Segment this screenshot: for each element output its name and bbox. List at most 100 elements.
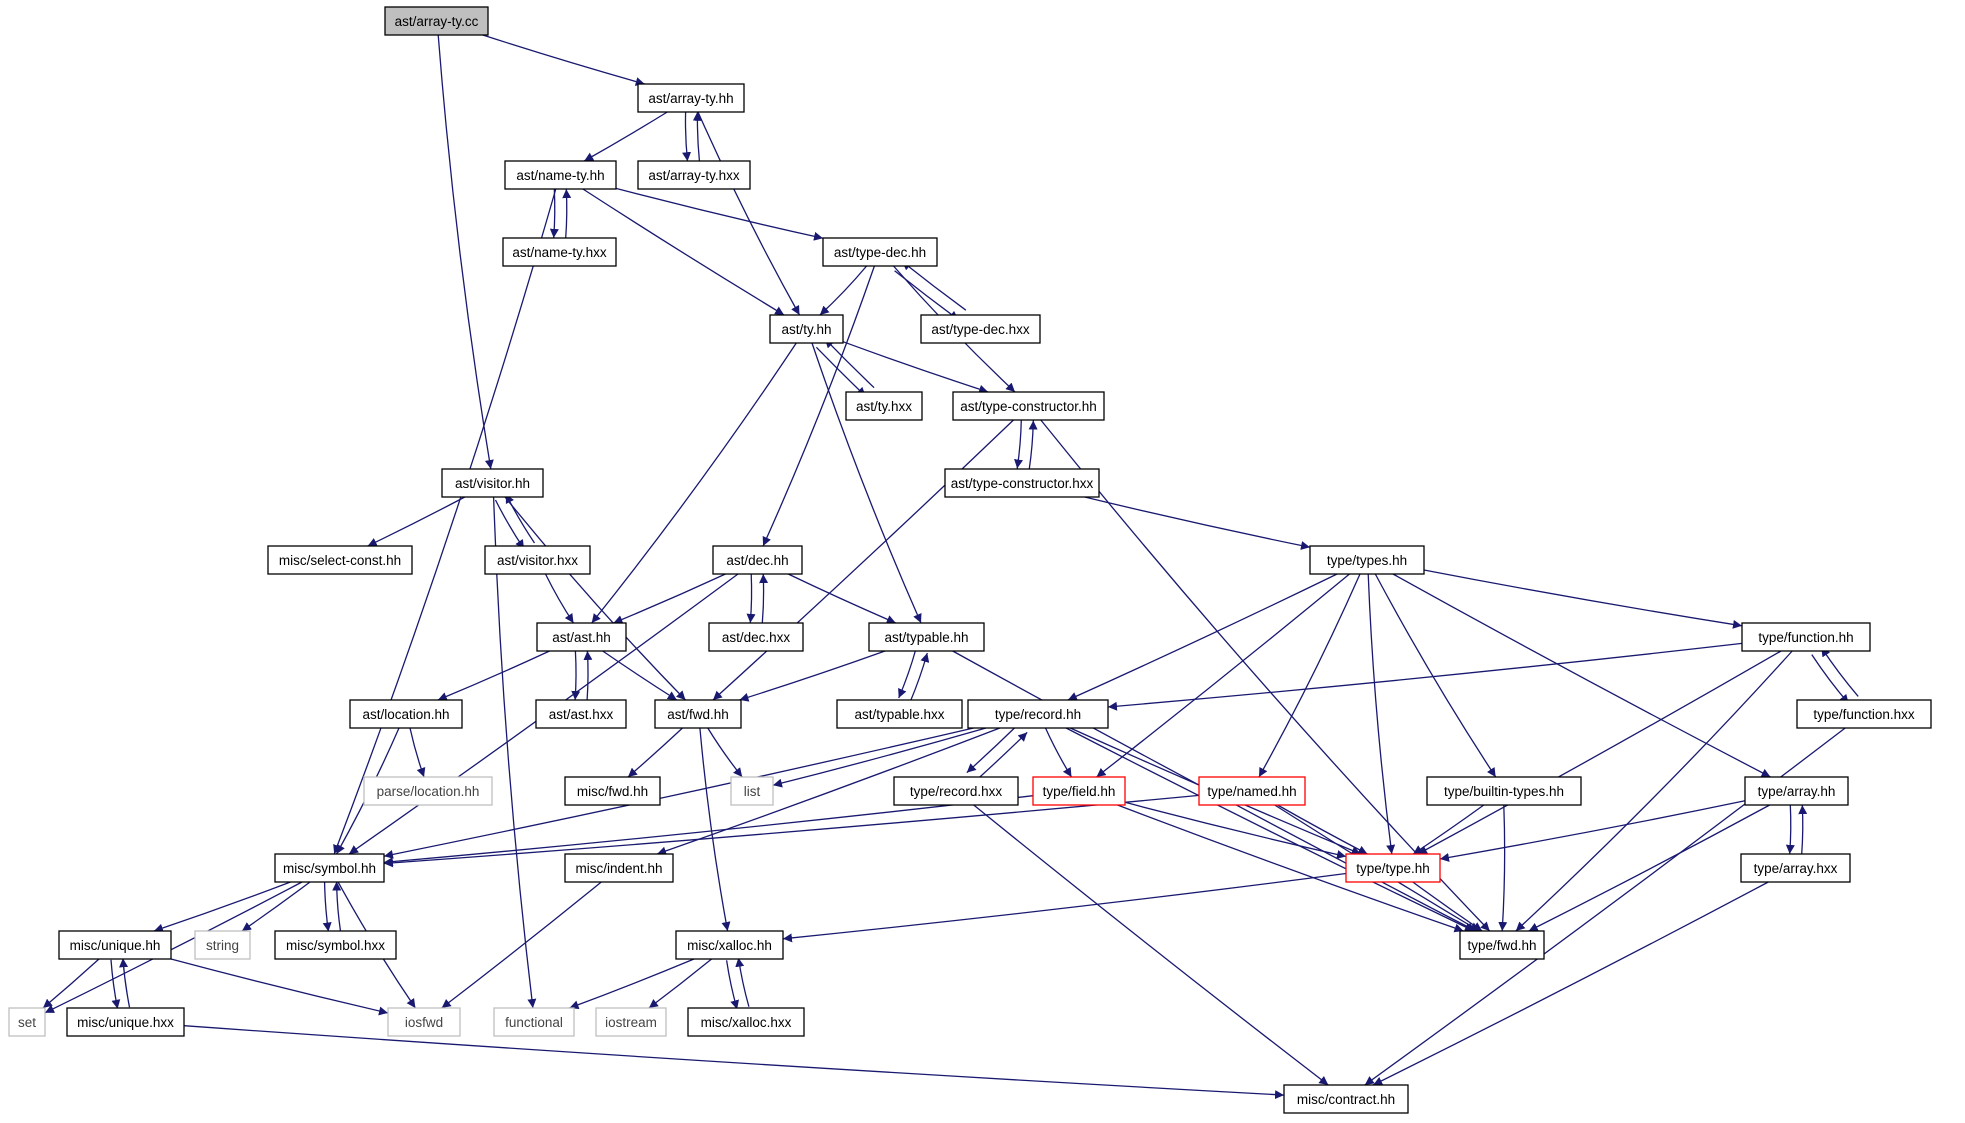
node-label: type/fwd.hh xyxy=(1467,938,1536,953)
node-label: ast/dec.hxx xyxy=(722,630,791,645)
edge-field_hh-to-type_hh xyxy=(1124,801,1347,859)
node-typable-hxx[interactable]: ast/typable.hxx xyxy=(836,699,963,729)
node-label: type/record.hh xyxy=(995,707,1081,722)
node-array-ty-hxx[interactable]: ast/array-ty.hxx xyxy=(637,160,751,190)
node-name-ty-hh[interactable]: ast/name-ty.hh xyxy=(504,160,617,190)
node-contract-hh[interactable]: misc/contract.hh xyxy=(1283,1084,1409,1114)
node-named-hh[interactable]: type/named.hh xyxy=(1198,776,1306,806)
node-box xyxy=(274,853,385,883)
edge-array_hxx-to-array_hh xyxy=(1798,805,1808,855)
node-field-hh[interactable]: type/field.hh xyxy=(1032,776,1126,806)
node-label: type/named.hh xyxy=(1207,784,1296,799)
node-xalloc-hxx[interactable]: misc/xalloc.hxx xyxy=(687,1007,805,1037)
node-type-constructor-hxx[interactable]: ast/type-constructor.hxx xyxy=(944,468,1100,498)
node-symbol-hh[interactable]: misc/symbol.hh xyxy=(274,853,385,883)
node-unique-hxx[interactable]: misc/unique.hxx xyxy=(66,1007,185,1037)
node-set[interactable]: set xyxy=(8,1007,46,1037)
edge-type_dec_hh-to-dec_hh xyxy=(762,265,876,547)
node-iostream[interactable]: iostream xyxy=(595,1007,667,1037)
node-parse-location-hh[interactable]: parse/location.hh xyxy=(363,776,493,806)
node-label: type/function.hxx xyxy=(1813,707,1915,722)
edge-xalloc_hh-to-xalloc_hxx xyxy=(725,960,739,1010)
node-ast-hxx[interactable]: ast/ast.hxx xyxy=(535,699,627,729)
node-label: type/array.hh xyxy=(1758,784,1836,799)
edge-array_hh-to-array_hxx xyxy=(1785,804,1795,854)
node-ast-hh[interactable]: ast/ast.hh xyxy=(536,622,627,652)
edge-record_hh-to-type_fwd_hh xyxy=(1065,727,1475,932)
edge-record_hh-to-indent_hh xyxy=(656,727,1001,856)
edge-types_hh-to-record_hh xyxy=(1067,573,1338,701)
node-label: misc/indent.hh xyxy=(575,861,662,876)
node-type-dec-hh[interactable]: ast/type-dec.hh xyxy=(822,237,938,267)
edge-types_hh-to-type_hh xyxy=(1367,573,1396,855)
node-label: misc/unique.hxx xyxy=(77,1015,174,1030)
node-misc-fwd-hh[interactable]: misc/fwd.hh xyxy=(564,776,661,806)
node-visitor-hxx[interactable]: ast/visitor.hxx xyxy=(484,545,591,575)
node-record-hh[interactable]: type/record.hh xyxy=(967,699,1109,729)
node-indent-hh[interactable]: misc/indent.hh xyxy=(564,853,674,883)
node-symbol-hxx[interactable]: misc/symbol.hxx xyxy=(274,930,397,960)
node-box xyxy=(769,314,844,344)
node-type-dec-hxx[interactable]: ast/type-dec.hxx xyxy=(920,314,1041,344)
node-box xyxy=(1309,545,1425,575)
edge-array_hh-to-type_hh xyxy=(1439,800,1746,862)
node-dec-hxx[interactable]: ast/dec.hxx xyxy=(708,622,804,652)
edge-name_ty_hh-to-type_dec_hh xyxy=(615,187,824,241)
node-functional[interactable]: functional xyxy=(493,1007,575,1037)
node-array-hh[interactable]: type/array.hh xyxy=(1744,776,1849,806)
node-ast-fwd-hh[interactable]: ast/fwd.hh xyxy=(654,699,742,729)
node-box xyxy=(730,776,774,806)
node-iosfwd[interactable]: iosfwd xyxy=(387,1007,461,1037)
node-record-hxx[interactable]: type/record.hxx xyxy=(893,776,1019,806)
node-dec-hh[interactable]: ast/dec.hh xyxy=(712,545,803,575)
node-box xyxy=(712,545,803,575)
node-box xyxy=(535,699,627,729)
node-box xyxy=(564,776,661,806)
edge-symbol_hxx-to-symbol_hh xyxy=(332,881,342,931)
node-label: ast/name-ty.hh xyxy=(516,168,604,183)
node-label: type/function.hh xyxy=(1758,630,1853,645)
node-types-hh[interactable]: type/types.hh xyxy=(1309,545,1425,575)
node-function-hh[interactable]: type/function.hh xyxy=(1741,622,1871,652)
edge-visitor_hh-to-visitor_hxx xyxy=(494,499,525,550)
node-string[interactable]: string xyxy=(194,930,251,960)
node-box xyxy=(595,1007,667,1037)
node-label: ast/type-constructor.hh xyxy=(960,399,1097,414)
node-type-fwd-hh[interactable]: type/fwd.hh xyxy=(1459,930,1545,960)
edge-record_hh-to-list xyxy=(772,727,987,788)
node-visitor-hh[interactable]: ast/visitor.hh xyxy=(441,468,544,498)
node-label: misc/unique.hh xyxy=(70,938,161,953)
nodes-layer: ast/array-ty.cc ast/array-ty.hh ast/name-t… xyxy=(8,6,1932,1114)
node-label: type/field.hh xyxy=(1043,784,1116,799)
node-ty-hh[interactable]: ast/ty.hh xyxy=(769,314,844,344)
node-type-constructor-hh[interactable]: ast/type-constructor.hh xyxy=(952,391,1105,421)
edge-unique_hh-to-set xyxy=(42,958,100,1009)
node-box xyxy=(441,468,544,498)
node-typable-hh[interactable]: ast/typable.hh xyxy=(868,622,985,652)
node-box xyxy=(920,314,1041,344)
node-array-ty-cc[interactable]: ast/array-ty.cc xyxy=(384,6,489,36)
node-function-hxx[interactable]: type/function.hxx xyxy=(1796,699,1932,729)
edge-type_hh-to-type_fwd_hh xyxy=(1412,881,1483,932)
node-location-hh[interactable]: ast/location.hh xyxy=(349,699,463,729)
node-ty-hxx[interactable]: ast/ty.hxx xyxy=(845,391,923,421)
edge-dec_hh-to-ast_hh xyxy=(613,573,726,624)
node-array-hxx[interactable]: type/array.hxx xyxy=(1740,853,1851,883)
node-box xyxy=(502,237,617,267)
node-label: misc/xalloc.hxx xyxy=(701,1015,792,1030)
node-xalloc-hh[interactable]: misc/xalloc.hh xyxy=(675,930,784,960)
edge-unique_hh-to-iosfwd xyxy=(170,958,389,1016)
node-box xyxy=(1426,776,1582,806)
node-label: ast/ast.hh xyxy=(552,630,611,645)
edge-named_hh-to-type_hh xyxy=(1277,804,1368,855)
edge-array_hh-to-type_fwd_hh xyxy=(1528,804,1771,932)
node-builtin-types-hh[interactable]: type/builtin-types.hh xyxy=(1426,776,1582,806)
node-list[interactable]: list xyxy=(730,776,774,806)
node-unique-hh[interactable]: misc/unique.hh xyxy=(58,930,172,960)
node-array-ty-hh[interactable]: ast/array-ty.hh xyxy=(637,83,745,113)
node-select-const-hh[interactable]: misc/select-const.hh xyxy=(267,545,413,575)
edge-ast_fwd_hh-to-misc_fwd_hh xyxy=(627,727,683,778)
node-type-hh[interactable]: type/type.hh xyxy=(1345,853,1441,883)
node-name-ty-hxx[interactable]: ast/name-ty.hxx xyxy=(502,237,617,267)
node-box xyxy=(1796,699,1932,729)
